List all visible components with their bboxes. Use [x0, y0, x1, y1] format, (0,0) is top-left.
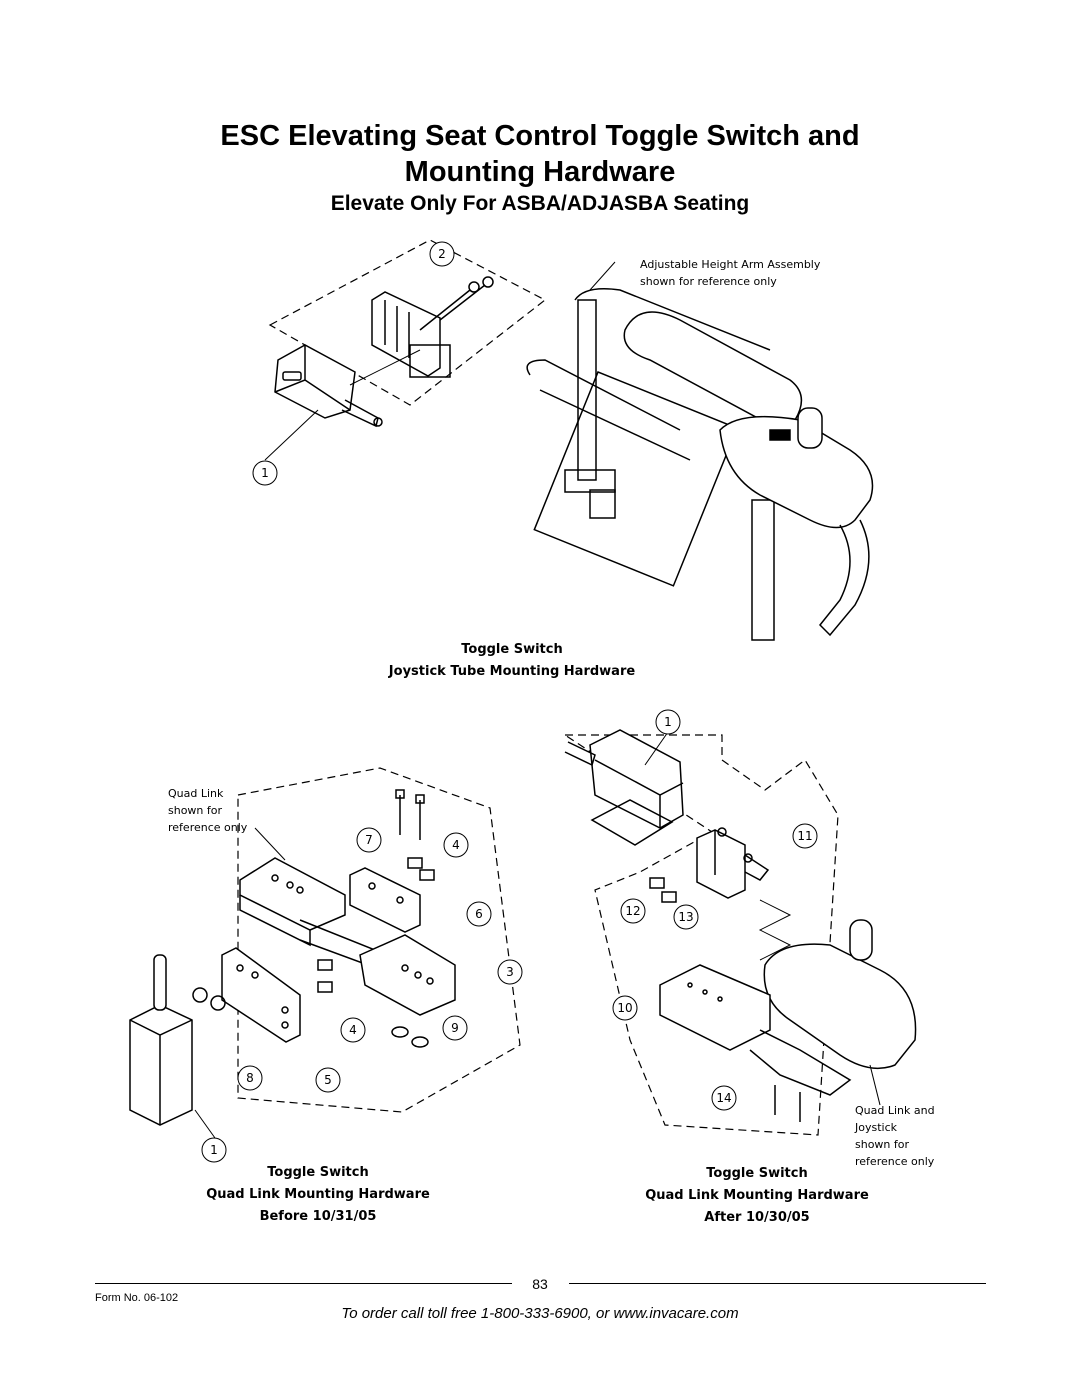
figure-quad-link-after: [563, 729, 917, 1136]
callout-7: 7: [365, 833, 373, 847]
figure2-caption-line-3: Before 10/31/05: [260, 1209, 377, 1224]
figure1-callouts: 2 1: [252, 241, 455, 486]
mounting-bracket-part: [371, 291, 451, 378]
footer-divider-right: [569, 1283, 986, 1284]
arm-assembly-note-line-1: Adjustable Height Arm Assembly: [640, 258, 821, 271]
figure1-caption-line-2: Joystick Tube Mounting Hardware: [388, 664, 636, 679]
callout-3: 3: [506, 965, 514, 979]
callout-8: 8: [246, 1071, 254, 1085]
page-number: 83: [532, 1276, 548, 1292]
page-subtitle: Elevate Only For ASBA/ADJASBA Seating: [330, 192, 750, 215]
callout-4: 4: [452, 838, 460, 852]
callout-2: 2: [438, 247, 446, 261]
quad-link-note-line-3: reference only: [168, 821, 248, 834]
callout-14: 14: [716, 1091, 731, 1105]
figure-quad-link-before: [129, 767, 521, 1139]
quad-link-note-line-2: shown for: [168, 804, 223, 817]
callout-1: 1: [664, 715, 672, 729]
quad-link-joystick-note-line-4: reference only: [855, 1155, 935, 1168]
callout-5: 5: [324, 1073, 332, 1087]
quad-link-joystick-note-line-3: shown for: [855, 1138, 910, 1151]
figure2-callouts: 7 4 6 3 4 9 8 5 1: [201, 827, 523, 1163]
callout-10: 10: [617, 1001, 632, 1015]
figure2-caption-line-2: Quad Link Mounting Hardware: [206, 1187, 430, 1202]
callout-9: 9: [451, 1021, 459, 1035]
arm-assembly-note-line-2: shown for reference only: [640, 275, 777, 288]
callout-11: 11: [797, 829, 812, 843]
figure3-caption-line-2: Quad Link Mounting Hardware: [645, 1188, 869, 1203]
footer-divider-left: [95, 1283, 512, 1284]
callout-12: 12: [625, 904, 640, 918]
callout-1: 1: [210, 1143, 218, 1157]
callout-1: 1: [261, 466, 269, 480]
quad-link-note-line-1: Quad Link: [168, 787, 224, 800]
figure3-callouts: 1 11 12 13 10 14: [612, 709, 818, 1111]
callout-6: 6: [475, 907, 483, 921]
figure3-caption-line-1: Toggle Switch: [706, 1166, 808, 1181]
figure-joystick-tube-mounting: [264, 239, 874, 641]
callout-4b: 4: [349, 1023, 357, 1037]
arm-assembly-reference: [526, 288, 874, 641]
callout-13: 13: [678, 910, 693, 924]
page-title-line-1: ESC Elevating Seat Control Toggle Switch…: [220, 120, 860, 152]
toggle-switch-part: [274, 344, 383, 428]
page-title-line-2: Mounting Hardware: [404, 156, 676, 188]
order-info: To order call toll free 1-800-333-6900, …: [341, 1305, 739, 1322]
figure3-caption-line-3: After 10/30/05: [704, 1210, 809, 1225]
quad-link-joystick-note-line-1: Quad Link and: [855, 1104, 935, 1117]
figure2-caption-line-1: Toggle Switch: [267, 1165, 369, 1180]
quad-link-joystick-note-line-2: Joystick: [854, 1121, 898, 1134]
form-number: Form No. 06-102: [95, 1292, 179, 1304]
figure1-caption-line-1: Toggle Switch: [461, 642, 563, 657]
